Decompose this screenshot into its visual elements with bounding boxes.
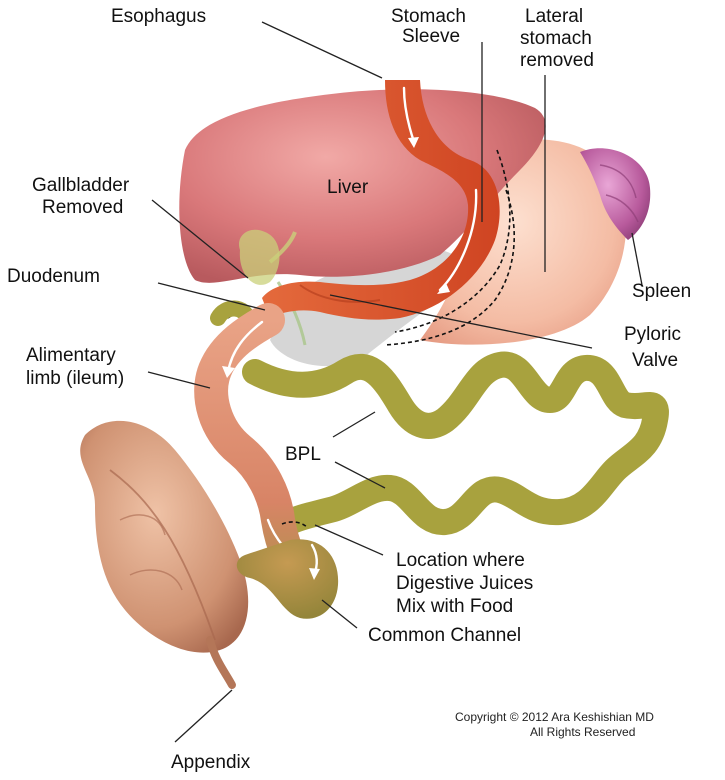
- label-spleen: Spleen: [632, 281, 691, 302]
- label-esophagus: Esophagus: [111, 6, 206, 27]
- label-duodenum: Duodenum: [7, 266, 100, 287]
- label-gallbladder-line2: Removed: [42, 197, 123, 218]
- common-channel-shape: [237, 539, 338, 619]
- label-lateral-line1: Lateral: [525, 6, 583, 27]
- label-pyloric-line1: Pyloric: [624, 324, 681, 345]
- label-stomach-sleeve-line2: Sleeve: [402, 26, 460, 47]
- label-location-line3: Mix with Food: [396, 596, 513, 617]
- label-appendix: Appendix: [171, 752, 251, 773]
- label-location-line2: Digestive Juices: [396, 573, 533, 594]
- label-common-channel: Common Channel: [368, 625, 521, 646]
- label-alimentary-line2: limb (ileum): [26, 368, 124, 389]
- label-stomach-sleeve-line1: Stomach: [391, 6, 466, 27]
- label-location-line1: Location where: [396, 550, 525, 571]
- copyright-line2: All Rights Reserved: [530, 725, 635, 739]
- label-liver: Liver: [327, 177, 369, 198]
- label-lateral-line3: removed: [520, 50, 594, 71]
- label-bpl: BPL: [285, 444, 321, 465]
- label-alimentary-line1: Alimentary: [26, 345, 116, 366]
- copyright-line1: Copyright © 2012 Ara Keshishian MD: [455, 710, 654, 724]
- label-lateral-line2: stomach: [520, 28, 592, 49]
- label-gallbladder-line1: Gallbladder: [32, 175, 130, 196]
- label-pyloric-line2: Valve: [632, 350, 678, 371]
